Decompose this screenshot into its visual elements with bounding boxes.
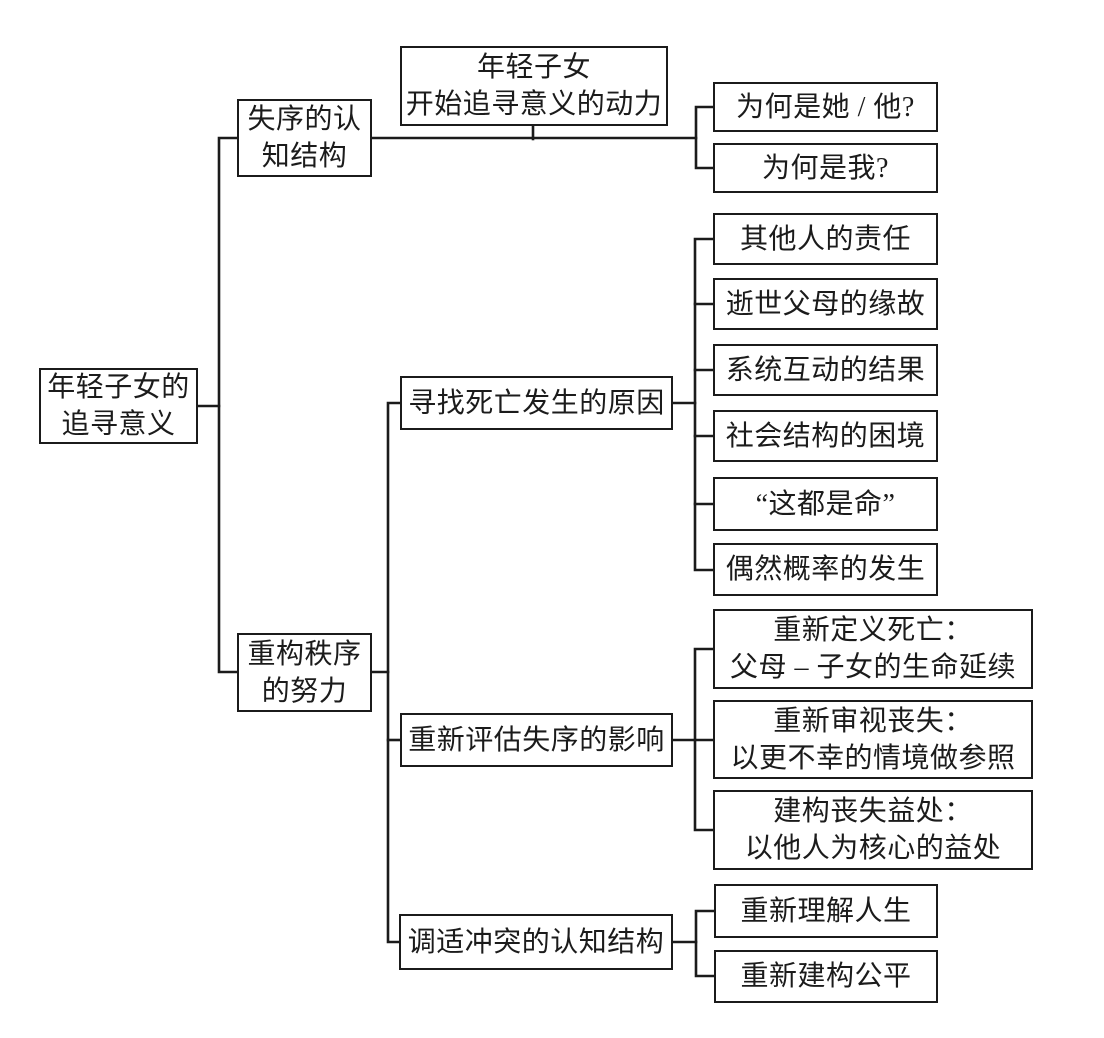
node-construct-benefit: 建构丧失益处： 以他人为核心的益处 xyxy=(713,790,1033,870)
node-redefine-death: 重新定义死亡： 父母 – 子女的生命延续 xyxy=(713,609,1033,689)
node-rebuild-fairness: 重新建构公平 xyxy=(714,950,938,1003)
node-cause-others: 其他人的责任 xyxy=(713,213,938,265)
node-cause-deceased-parents: 逝世父母的缘故 xyxy=(713,278,938,330)
node-review-loss: 重新审视丧失： 以更不幸的情境做参照 xyxy=(713,700,1033,779)
node-find-cause: 寻找死亡发生的原因 xyxy=(400,376,673,430)
node-cause-fate: “这都是命” xyxy=(713,477,938,531)
node-adjust-conflict: 调适冲突的认知结构 xyxy=(399,914,673,970)
node-why-her: 为何是她 / 他? xyxy=(713,82,938,132)
node-why-me: 为何是我? xyxy=(713,143,938,193)
node-rethink-life: 重新理解人生 xyxy=(714,884,938,938)
node-cause-system-interaction: 系统互动的结果 xyxy=(713,344,938,396)
node-cause-chance: 偶然概率的发生 xyxy=(713,543,938,596)
node-motive: 年轻子女 开始追寻意义的动力 xyxy=(400,46,668,126)
node-cause-social-structure: 社会结构的困境 xyxy=(713,410,938,462)
node-reassess: 重新评估失序的影响 xyxy=(400,713,673,767)
node-root: 年轻子女的 追寻意义 xyxy=(39,368,198,444)
node-disorder-structure: 失序的认 知结构 xyxy=(237,99,372,177)
node-rebuild-effort: 重构秩序 的努力 xyxy=(237,633,372,712)
